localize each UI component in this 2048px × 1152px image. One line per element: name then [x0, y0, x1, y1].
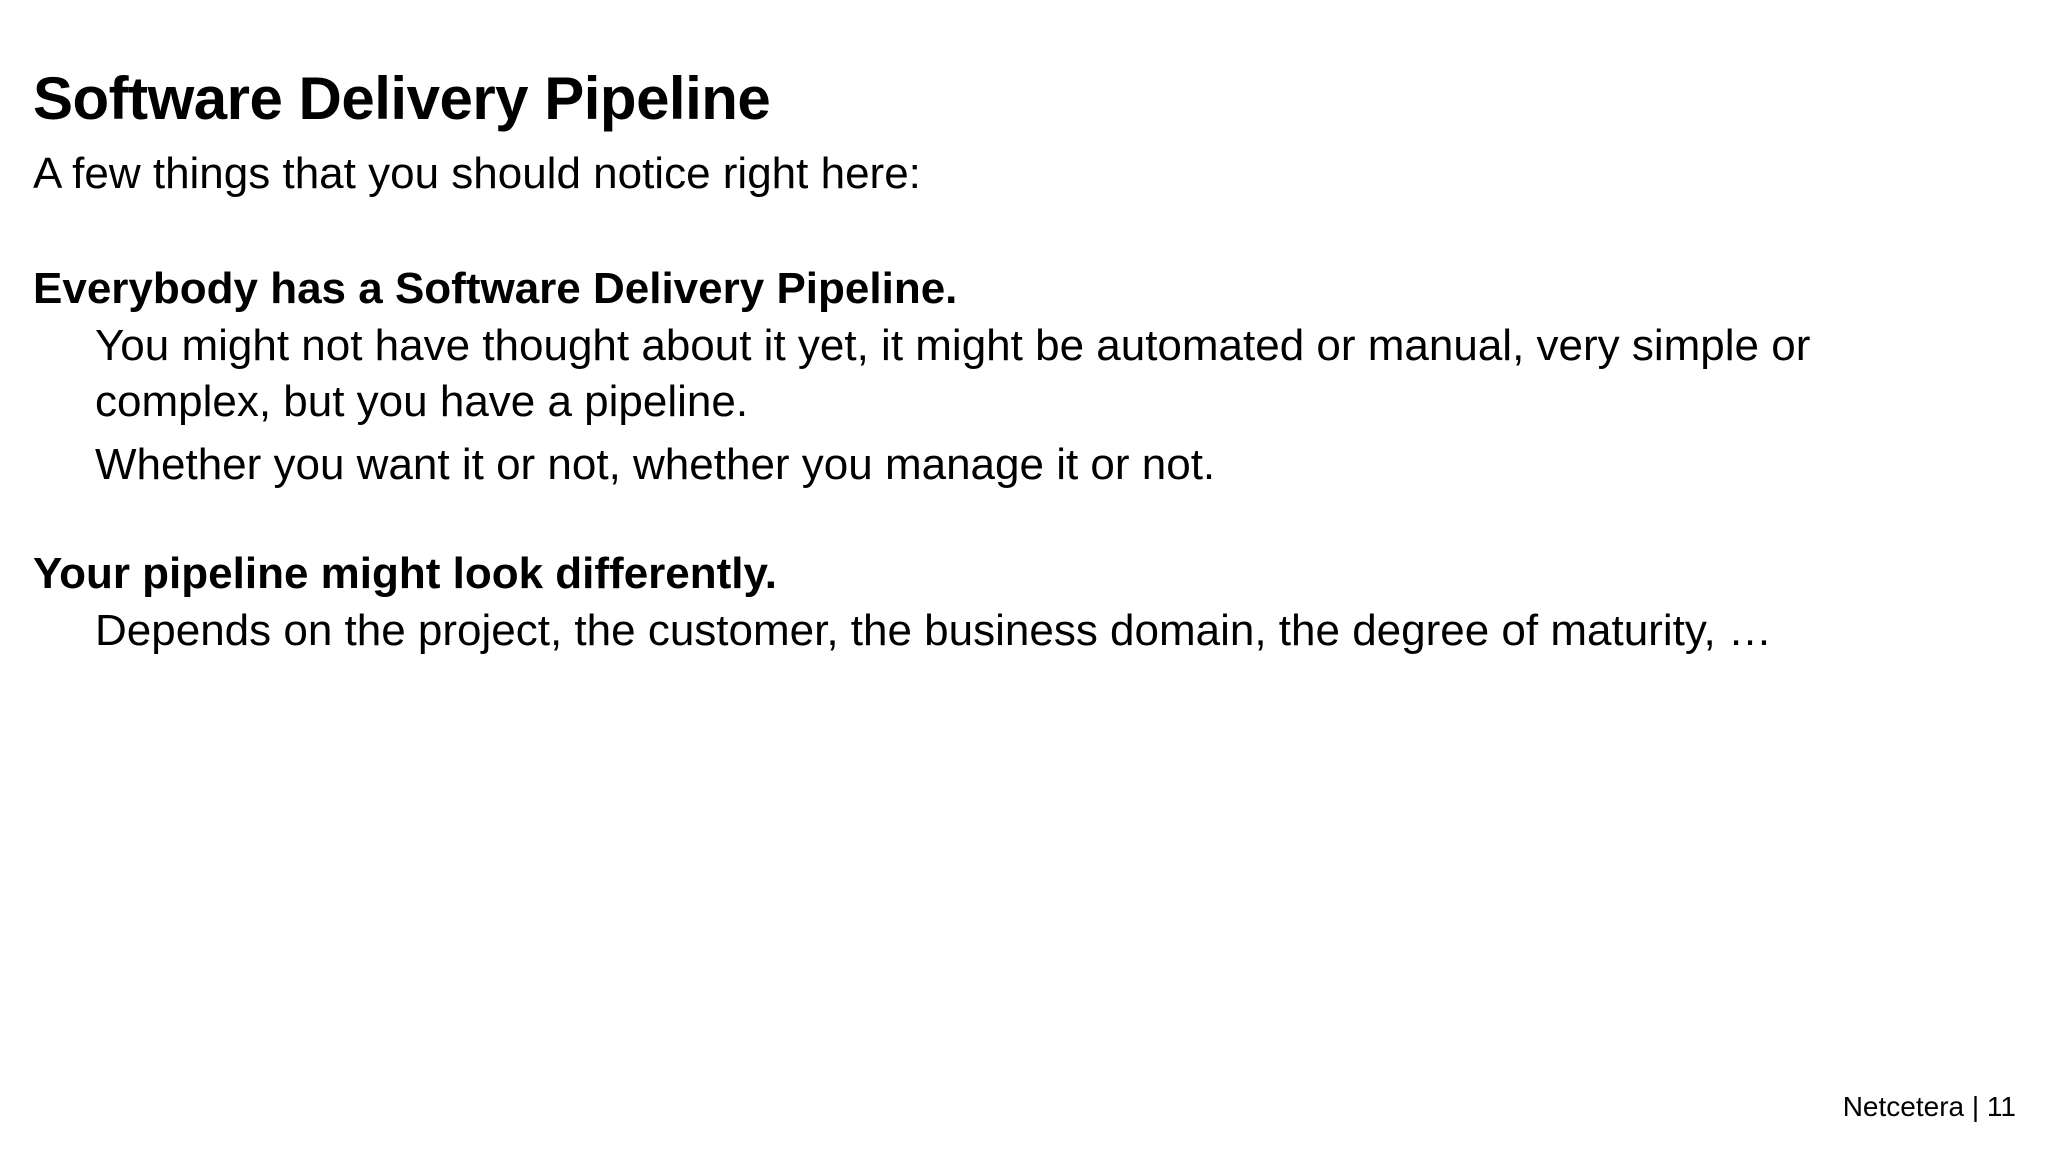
slide-body: A few things that you should notice righ…	[33, 146, 1993, 659]
section-bullet: You might not have thought about it yet,…	[95, 320, 1811, 426]
section-everybody: Everybody has a Software Delivery Pipeli…	[33, 260, 1993, 493]
lead-paragraph: A few things that you should notice righ…	[33, 149, 921, 198]
section-bullet: Depends on the project, the customer, th…	[95, 605, 1773, 655]
page-title: Software Delivery Pipeline	[33, 65, 771, 133]
spacer	[33, 202, 1993, 260]
section-your-pipeline: Your pipeline might look differently. De…	[33, 545, 1993, 659]
section-heading: Everybody has a Software Delivery Pipeli…	[33, 264, 958, 314]
section-heading: Your pipeline might look differently.	[33, 549, 777, 599]
slide-footer: Netcetera | 11	[1842, 1091, 2016, 1123]
section-bullet: Whether you want it or not, whether you …	[95, 440, 1216, 490]
spacer	[33, 493, 1993, 545]
